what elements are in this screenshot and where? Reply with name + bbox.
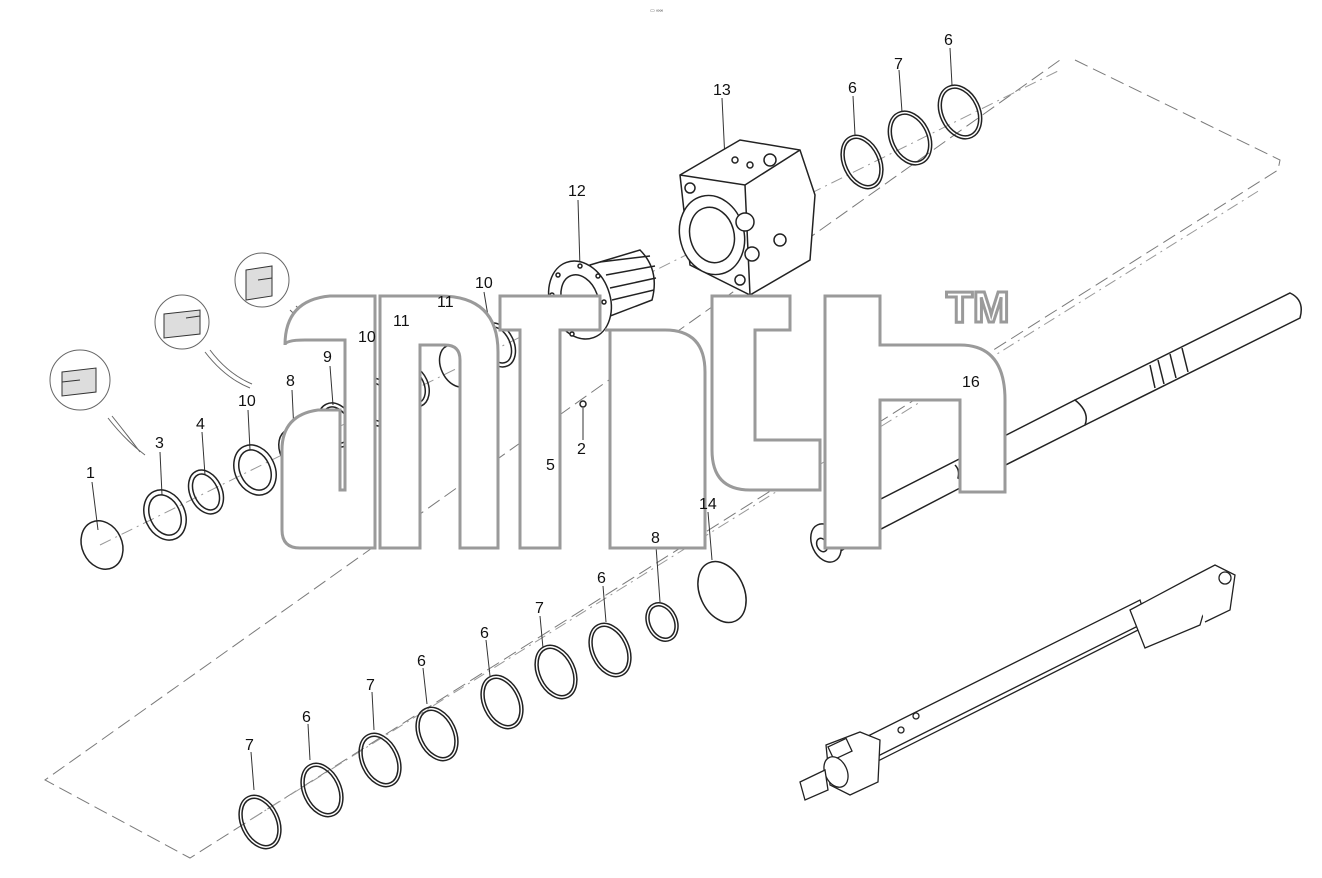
- callout-7-bottom-b: 7: [366, 677, 375, 694]
- part-10-seal-a: [233, 444, 277, 496]
- callout-6-bottom-a: 6: [597, 570, 606, 587]
- callout-12: 12: [568, 183, 586, 200]
- part-8-ring-b: [645, 602, 679, 642]
- part-6-ring-top-b: [937, 84, 983, 140]
- callout-11-b: 11: [437, 294, 454, 311]
- header-code: ▭ ∞∞: [650, 8, 664, 14]
- trademark-symbol: TM: [946, 283, 1010, 332]
- part-7-ring-top: [887, 110, 933, 166]
- callout-7-bottom-a: 7: [535, 600, 544, 617]
- callout-3: 3: [155, 435, 164, 452]
- callout-labels: 1 3 4 10 8 9 10 11 11 10 12 13 6 7 6 5 2…: [86, 32, 980, 754]
- callout-10-c: 10: [475, 275, 493, 292]
- dashed-boundary: [44, 59, 1281, 859]
- assembled-cylinder-view: [799, 564, 1236, 801]
- callout-1: 1: [86, 465, 95, 482]
- watermark-logo: [280, 294, 1007, 550]
- part-13-head-block: [678, 139, 816, 296]
- callout-6-bottom-c: 6: [417, 653, 426, 670]
- callout-6-bottom-d: 6: [302, 709, 311, 726]
- callout-6-top-a: 6: [848, 80, 857, 97]
- part-7-ring-bottom-c: [238, 794, 282, 850]
- callout-16: 16: [962, 374, 980, 391]
- seal-profile-detail-3: [234, 252, 339, 341]
- callout-11-a: 11: [393, 313, 410, 330]
- seal-profile-detail-1: [49, 349, 146, 456]
- callout-10-a: 10: [238, 393, 256, 410]
- callout-4: 4: [196, 416, 205, 433]
- part-7-ring-bottom-a: [534, 644, 578, 700]
- callout-8-b: 8: [651, 530, 660, 547]
- callout-5: 5: [546, 457, 555, 474]
- callout-7-top: 7: [894, 56, 903, 73]
- callout-6-top-b: 6: [944, 32, 953, 49]
- part-16-piston-rod: [810, 292, 1302, 563]
- part-6-ring-bottom-a: [588, 622, 632, 678]
- part-3-seal: [143, 489, 187, 541]
- part-6-ring-bottom-b: [480, 674, 524, 730]
- callout-14: 14: [699, 496, 717, 513]
- callout-2: 2: [577, 441, 586, 458]
- callout-13: 13: [713, 82, 731, 99]
- part-7-ring-bottom-b: [358, 732, 402, 788]
- part-6-ring-top-a: [840, 134, 884, 190]
- callout-9: 9: [323, 349, 332, 366]
- part-14-ring: [697, 560, 747, 624]
- callout-7-bottom-c: 7: [245, 737, 254, 754]
- part-1-retaining-ring: [80, 520, 124, 570]
- callout-10-b: 10: [358, 329, 376, 346]
- seal-profile-detail-2: [154, 294, 253, 389]
- callout-6-bottom-b: 6: [480, 625, 489, 642]
- callout-8-a: 8: [286, 373, 295, 390]
- part-6-ring-bottom-c: [415, 706, 459, 762]
- part-2-nut: [579, 400, 587, 408]
- part-4-ring: [187, 469, 225, 515]
- part-6-ring-bottom-d: [300, 762, 344, 818]
